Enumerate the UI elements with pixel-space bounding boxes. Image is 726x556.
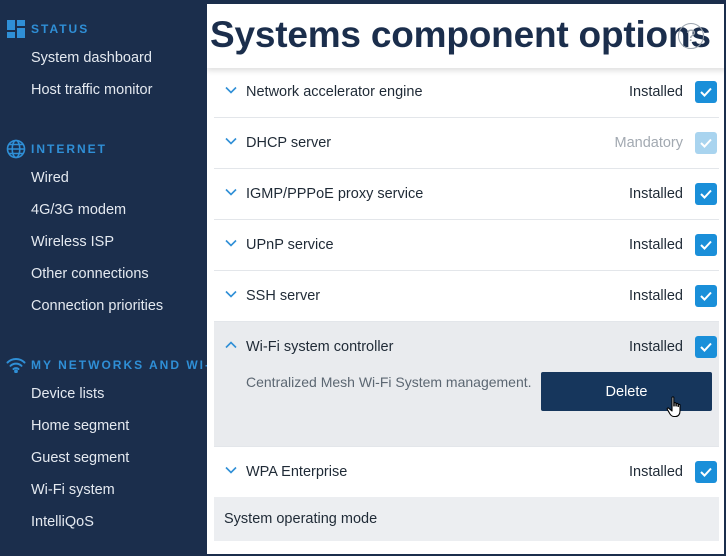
check-icon: [700, 291, 712, 301]
component-name: Wi-Fi system controller: [246, 339, 394, 355]
component-description: Centralized Mesh Wi-Fi System management…: [246, 374, 532, 390]
globe-icon: [6, 139, 26, 159]
component-checkbox[interactable]: [695, 183, 717, 205]
component-status: Installed: [628, 288, 683, 304]
section-status: STATUS: [6, 19, 89, 39]
sidebar-item-modem[interactable]: 4G/3G modem: [31, 202, 127, 218]
component-row-wpa-enterprise[interactable]: WPA Enterprise Installed: [214, 447, 719, 498]
dashboard-grid-icon: [6, 19, 26, 39]
section-title: MY NETWORKS AND WI-FI: [31, 358, 207, 372]
sidebar-item-wireless-isp[interactable]: Wireless ISP: [31, 234, 114, 250]
component-row-wifi-system-controller[interactable]: Wi-Fi system controller Installed Centra…: [214, 322, 719, 447]
component-status: Installed: [628, 237, 683, 253]
component-status: Installed: [628, 186, 683, 202]
component-row-network-accelerator[interactable]: Network accelerator engine Installed: [214, 67, 719, 118]
section-title: STATUS: [31, 22, 90, 36]
chevron-up-icon[interactable]: [224, 338, 238, 352]
check-icon: [700, 87, 712, 97]
check-icon: [700, 138, 712, 148]
section-internet: INTERNET: [6, 139, 107, 159]
delete-button[interactable]: Delete: [541, 372, 712, 411]
chevron-down-icon[interactable]: [224, 463, 238, 477]
component-checkbox[interactable]: [695, 285, 717, 307]
main-content: Systems component options ? Network acce…: [207, 4, 724, 554]
chevron-down-icon[interactable]: [224, 236, 238, 250]
sidebar-item-guest-segment[interactable]: Guest segment: [31, 450, 130, 466]
component-name: IGMP/PPPoE proxy service: [246, 186, 424, 202]
subsection-label: System operating mode: [224, 511, 378, 527]
component-name: SSH server: [246, 288, 321, 304]
chevron-down-icon[interactable]: [224, 287, 238, 301]
check-icon: [700, 189, 712, 199]
wifi-icon: [6, 355, 26, 375]
component-name: DHCP server: [246, 135, 332, 151]
title-bar: Systems component options ?: [207, 4, 724, 68]
sidebar-item-intelliqos[interactable]: IntelliQoS: [31, 514, 94, 530]
sidebar-item-system-dashboard[interactable]: System dashboard: [31, 50, 152, 66]
sidebar-item-wired[interactable]: Wired: [31, 170, 69, 186]
sidebar-item-home-segment[interactable]: Home segment: [31, 418, 130, 434]
sidebar-item-connection-priorities[interactable]: Connection priorities: [31, 298, 164, 314]
component-name: UPnP service: [246, 237, 334, 253]
sidebar-item-wifi-system[interactable]: Wi-Fi system: [31, 482, 115, 498]
component-status: Installed: [628, 464, 683, 480]
sidebar-item-host-traffic-monitor[interactable]: Host traffic monitor: [31, 82, 153, 98]
system-operating-mode-header[interactable]: System operating mode: [214, 497, 719, 541]
check-icon: [700, 467, 712, 477]
component-checkbox[interactable]: [695, 336, 717, 358]
component-checkbox[interactable]: [695, 461, 717, 483]
component-row-dhcp-server[interactable]: DHCP server Mandatory: [214, 118, 719, 169]
section-title: INTERNET: [31, 142, 107, 156]
help-icon[interactable]: ?: [678, 23, 704, 49]
component-status: Installed: [628, 339, 683, 355]
sidebar-item-device-lists[interactable]: Device lists: [31, 386, 105, 402]
check-icon: [700, 342, 712, 352]
component-row-igmp-pppoe-proxy[interactable]: IGMP/PPPoE proxy service Installed: [214, 169, 719, 220]
component-name: Network accelerator engine: [246, 84, 423, 100]
component-row-upnp-service[interactable]: UPnP service Installed: [214, 220, 719, 271]
component-checkbox-disabled: [695, 132, 717, 154]
hand-pointer-icon: [666, 396, 681, 418]
sidebar-item-other-connections[interactable]: Other connections: [31, 266, 149, 282]
sidebar: STATUS System dashboard Host traffic mon…: [2, 2, 207, 554]
chevron-down-icon[interactable]: [224, 134, 238, 148]
chevron-down-icon[interactable]: [224, 83, 238, 97]
chevron-down-icon[interactable]: [224, 185, 238, 199]
component-checkbox[interactable]: [695, 81, 717, 103]
check-icon: [700, 240, 712, 250]
section-my-networks: MY NETWORKS AND WI-FI: [6, 355, 207, 375]
component-status: Installed: [628, 84, 683, 100]
page-title: Systems component options: [210, 14, 711, 55]
component-row-ssh-server[interactable]: SSH server Installed: [214, 271, 719, 322]
component-checkbox[interactable]: [695, 234, 717, 256]
component-status: Mandatory: [614, 135, 683, 151]
component-name: WPA Enterprise: [246, 464, 348, 480]
